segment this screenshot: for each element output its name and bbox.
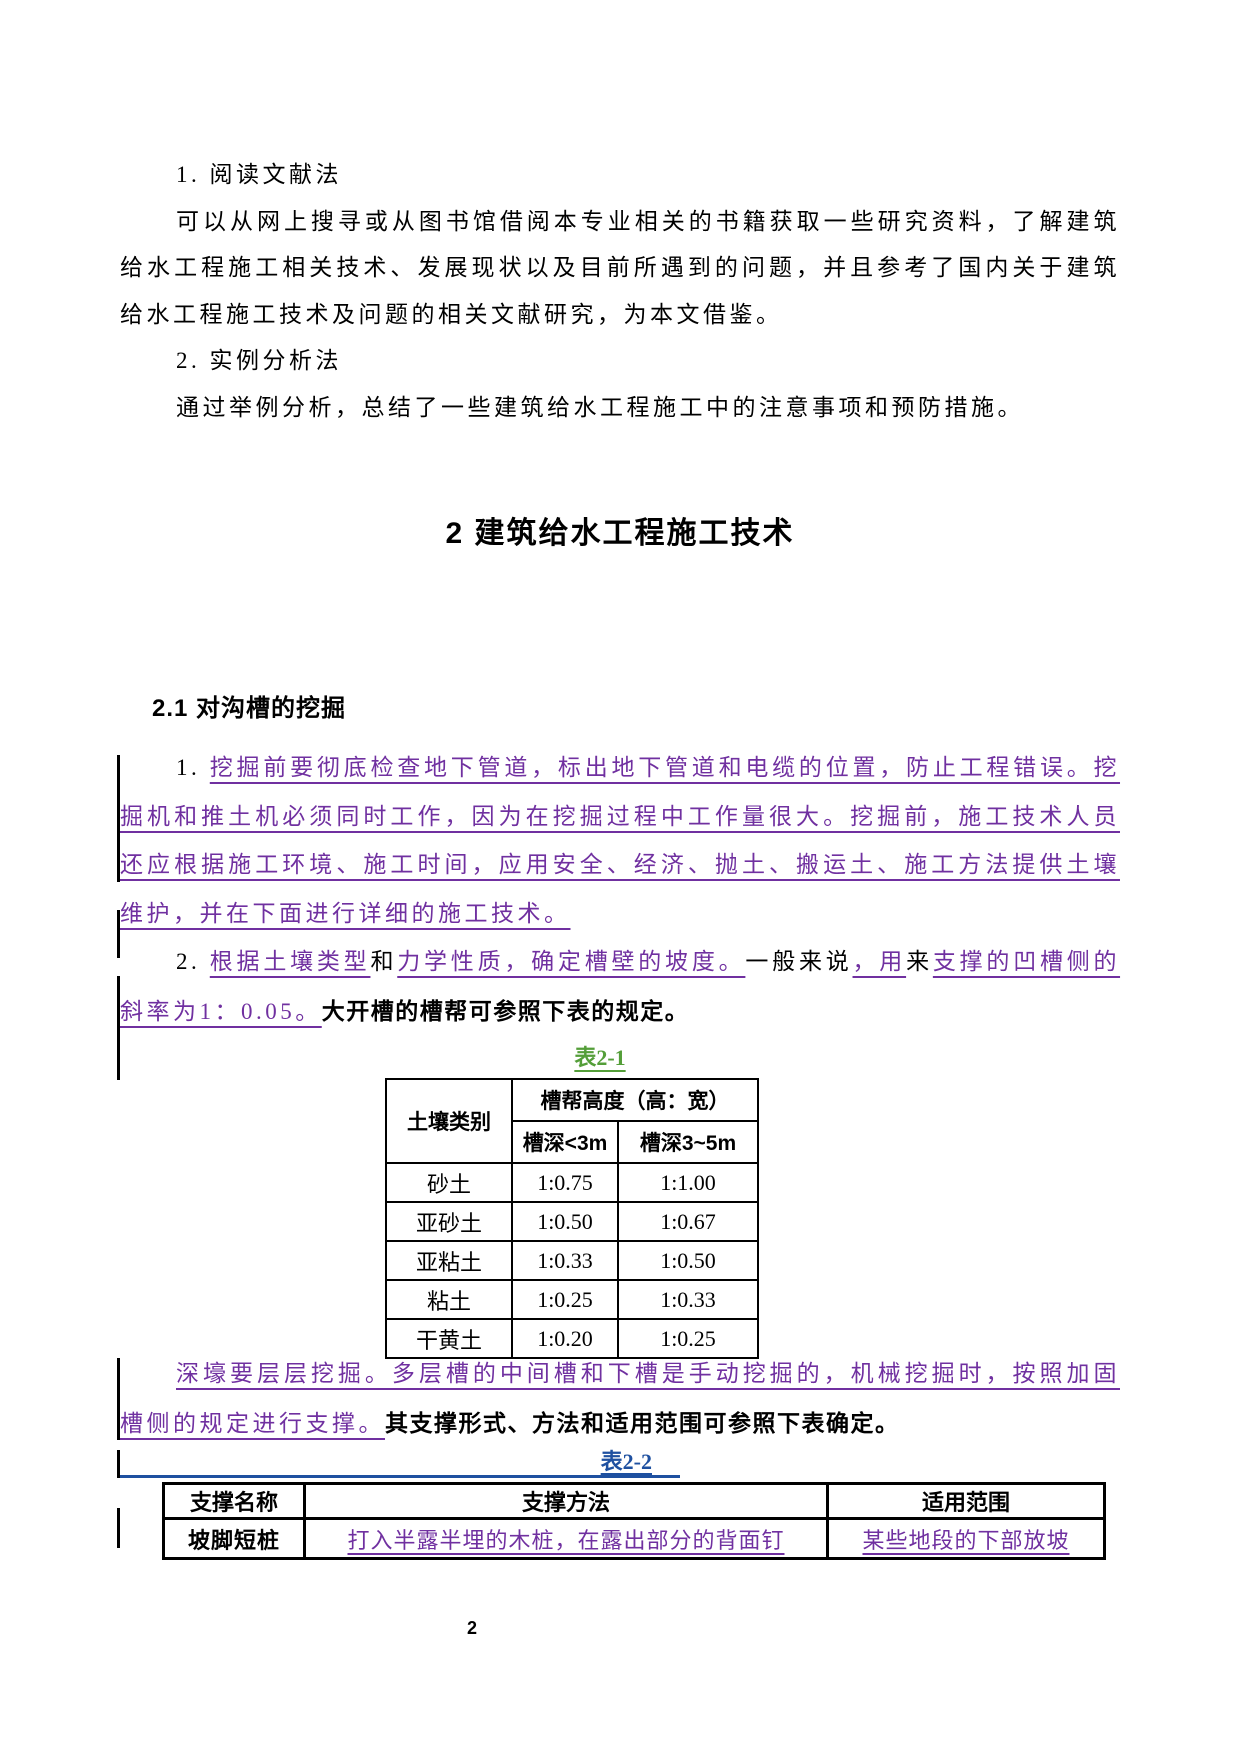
text-run: 一般来说 <box>745 949 853 974</box>
text-run: 大开槽的槽帮可参照下表的规定。 <box>321 997 690 1024</box>
table-cell: 亚粘土 <box>385 1240 513 1281</box>
table2-header-name: 支撑名称 <box>162 1482 306 1520</box>
paragraph-excavation-check: 1. 挖掘前要彻底检查地下管道，标出地下管道和电缆的位置，防止工程错误。挖掘机和… <box>120 744 1120 938</box>
text-run: 深壕要层层挖掘。多层槽的中间槽和下槽是手动挖掘的，机械挖掘时，按照加固槽侧的规定… <box>120 1361 1120 1436</box>
table-cell: 打入半露半埋的木桩，在露出部分的背面钉 <box>303 1517 829 1560</box>
table-cell: 某些地段的下部放坡 <box>826 1517 1106 1560</box>
table-support-methods: 支撑名称 支撑方法 适用范围 坡脚短桩打入半露半埋的木桩，在露出部分的背面钉某些… <box>162 1482 1106 1560</box>
table-cell: 干黄土 <box>385 1318 513 1359</box>
section-title: 2.1 对沟槽的挖掘 <box>152 695 347 722</box>
table-cell: 砂土 <box>385 1162 513 1203</box>
table-cell: 1:0.50 <box>511 1201 619 1242</box>
table2-header-scope: 适用范围 <box>826 1482 1106 1520</box>
table-cell: 坡脚短桩 <box>162 1517 306 1560</box>
change-bar <box>117 910 120 958</box>
table-row: 坡脚短桩打入半露半埋的木桩，在露出部分的背面钉某些地段的下部放坡 <box>162 1517 1106 1560</box>
text-run: 其支撑形式、方法和适用范围可参照下表确定。 <box>385 1409 900 1436</box>
text-run: 挖掘前要彻底检查地下管道，标出地下管道和电缆的位置，防止工程错误。挖掘机和推土机… <box>120 755 1121 926</box>
table1-header-ratio: 槽帮高度（高：宽） <box>511 1078 759 1122</box>
paragraph-deep-trench: 深壕要层层挖掘。多层槽的中间槽和下槽是手动挖掘的，机械挖掘时，按照加固槽侧的规定… <box>120 1350 1120 1448</box>
table-cell: 1:0.25 <box>511 1279 619 1320</box>
table1-header-row-2: 槽深<3m 槽深3~5m <box>386 1120 759 1164</box>
table-cell: 1:0.20 <box>511 1318 619 1359</box>
intro-block: 1. 阅读文献法 可以从网上搜寻或从图书馆借阅本专业相关的书籍获取一些研究资料，… <box>120 152 1120 431</box>
table-cell: 1:1.00 <box>617 1162 759 1203</box>
change-bar <box>117 755 120 882</box>
table1-header-depth2: 槽深3~5m <box>617 1120 759 1164</box>
table-cell: 1:0.33 <box>511 1240 619 1281</box>
text-run: 和 <box>370 949 398 974</box>
table-cell: 粘土 <box>385 1279 513 1320</box>
text-run: 来 <box>906 949 933 974</box>
change-bar <box>117 1508 120 1548</box>
paragraph-soil-slope: 2. 根据土壤类型和力学性质，确定槽壁的坡度。一般来说，用来支撑的凹槽侧的斜率为… <box>120 938 1120 1036</box>
chapter-title: 2 建筑给水工程施工技术 <box>445 517 795 550</box>
table1-header-soil: 土壤类别 <box>385 1078 513 1164</box>
method2-body: 通过举例分析，总结了一些建筑给水工程施工中的注意事项和预防措施。 <box>176 394 1024 420</box>
table2-header-method: 支撑方法 <box>303 1482 829 1520</box>
table-cell: 1:0.25 <box>617 1318 759 1359</box>
method1-title: 1. 阅读文献法 <box>176 162 342 187</box>
table-cell: 亚砂土 <box>385 1201 513 1242</box>
text-run: 1. <box>176 755 210 780</box>
table1-caption: 表2-1 <box>574 1045 626 1070</box>
page-number: 2 <box>466 1618 477 1638</box>
method1-body: 可以从网上搜寻或从图书馆借阅本专业相关的书籍获取一些研究资料，了解建筑给水工程施… <box>120 208 1120 327</box>
text-run: 2. <box>176 949 210 974</box>
table1-header-depth1: 槽深<3m <box>511 1120 619 1164</box>
change-bar <box>117 1358 120 1440</box>
table-cell: 1:0.67 <box>617 1201 759 1242</box>
method2-title: 2. 实例分析法 <box>176 348 342 373</box>
text-run: 支撑的凹槽侧的斜率为1：0.05。 <box>120 949 1121 1024</box>
text-run: 根据土壤类型 <box>209 949 371 974</box>
table2-caption: 表2-2 <box>120 1444 680 1478</box>
change-bar <box>117 1450 120 1478</box>
change-bar <box>117 976 120 1080</box>
table-cell: 1:0.50 <box>617 1240 759 1281</box>
text-run: ，用 <box>852 949 907 974</box>
table-cell: 1:0.33 <box>617 1279 759 1320</box>
table1-header-row-1: 土壤类别 槽帮高度（高：宽） <box>385 1078 759 1164</box>
text-run: 力学性质，确定槽壁的坡度。 <box>397 949 746 974</box>
table2-header-row: 支撑名称 支撑方法 适用范围 <box>162 1482 1106 1520</box>
table-cell: 1:0.75 <box>511 1162 619 1203</box>
table2-body: 坡脚短桩打入半露半埋的木桩，在露出部分的背面钉某些地段的下部放坡 <box>162 1517 1106 1560</box>
